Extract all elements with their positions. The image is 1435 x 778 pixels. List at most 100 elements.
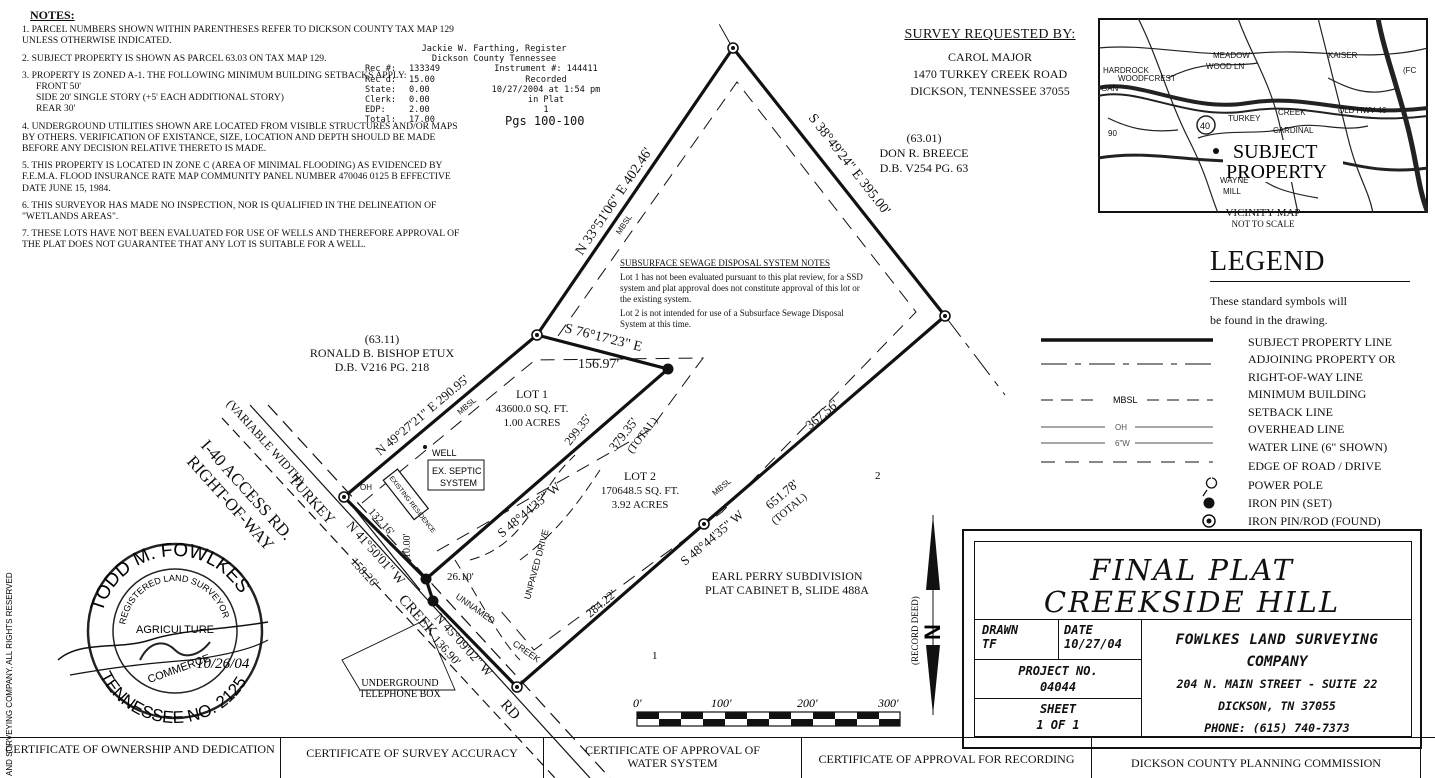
vicinity-scale: NOT TO SCALE <box>1231 219 1295 229</box>
certificates-rule <box>0 737 1435 738</box>
legend-desc-1: These standard symbols will <box>1210 294 1347 308</box>
unpaved-drive-label: UNPAVED DRIVE <box>522 528 550 600</box>
turkey-road-label: TURKEY <box>285 472 338 528</box>
notes-block: NOTES: 1. PARCEL NUMBERS SHOWN WITHIN PA… <box>22 9 462 257</box>
iron-pin-set-icon <box>1203 497 1215 509</box>
ex-septic-label: EX. SEPTIC <box>432 466 482 476</box>
legend-item-subject-line: SUBJECT PROPERTY LINE <box>1248 335 1392 349</box>
state-fee: 0.00 <box>409 84 430 95</box>
mbsl-label-lot2: MBSL <box>711 476 734 497</box>
drawn-cell: DRAWN TF <box>982 623 1018 651</box>
register-name: Jackie W. Farthing, Register <box>421 44 567 54</box>
recorded-date: 10/27/2004 at 1:54 pm <box>491 84 601 95</box>
rec-no: 133349 <box>409 64 441 75</box>
instrument-no: Instrument #: 144411 <box>494 64 598 75</box>
pin-set-lot1-s <box>420 573 432 585</box>
lot1-acres: 1.00 ACRES <box>504 417 561 429</box>
company-name-1: FOWLKES LAND SURVEYING <box>1175 632 1379 648</box>
vicinity-label-woodln: WOOD LN <box>1206 62 1244 71</box>
legend-item-iron-pin-found: IRON PIN/ROD (FOUND) <box>1248 514 1381 528</box>
septic-box <box>427 459 485 491</box>
vicinity-label-mill: MILL <box>1223 187 1241 196</box>
vicinity-label-cardinal: CARDINAL <box>1273 126 1314 135</box>
dist-10: 10.00' <box>402 534 413 559</box>
adjoining-lines <box>717 21 1006 396</box>
cert-ownership: CERTIFICATE OF OWNERSHIP AND DEDICATION <box>5 742 275 756</box>
vicinity-label-turkey: TURKEY <box>1228 114 1261 123</box>
title-rule-2 <box>974 659 1142 660</box>
parcel-6301: (63.01) <box>907 131 942 145</box>
legend-title: LEGEND <box>1210 246 1325 277</box>
recording-stamp: Jackie W. Farthing, Register Dickson Cou… <box>365 44 623 128</box>
vicinity-label-kaiser: KAISER <box>1328 51 1358 60</box>
legend-oh-text: OH <box>1115 423 1127 432</box>
pages: Pgs 100-100 <box>505 113 585 128</box>
lot2-name: LOT 2 <box>624 469 656 483</box>
oh-label: OH <box>360 483 372 492</box>
scale-label-100: 100' <box>711 696 732 710</box>
parcel-6311: (63.11) <box>365 332 400 346</box>
lot2-acres: 3.92 ACRES <box>612 499 669 511</box>
owner-breece: DON R. BREECE <box>879 146 968 160</box>
company-address: 204 N. MAIN STREET - SUITE 22 <box>1176 677 1378 691</box>
unnamed-label: UNNAMED <box>454 591 497 626</box>
lot2-area: 170648.5 SQ. FT. <box>601 485 680 497</box>
legend-symbols: MBSL OH 6"W <box>1041 338 1218 528</box>
sheet-label: SHEET <box>1039 702 1077 716</box>
drawn-value: TF <box>982 637 997 651</box>
legend-title-rule <box>1210 281 1410 282</box>
signature-underline <box>69 639 269 676</box>
vicinity-caption: VICINITY MAP NOT TO SCALE <box>1178 208 1348 230</box>
underground-label: UNDERGROUND <box>361 678 438 689</box>
pin-found-west-center <box>535 333 539 337</box>
vicinity-label-meadow: MEADOW <box>1213 51 1250 60</box>
lot-number-2: 2 <box>875 470 881 482</box>
deed-breece: D.B. V254 PG. 63 <box>880 161 968 175</box>
lot1-east-inner: 299.35' <box>561 412 594 448</box>
seal-agriculture: AGRICULTURE <box>136 624 214 636</box>
earl-perry-subdivision: EARL PERRY SUBDIVISION <box>711 569 862 583</box>
note-6: 6. THIS SURVEYOR HAS MADE NO INSPECTION,… <box>22 199 437 223</box>
legend-item-adjoining: ADJOINING PROPERTY OR <box>1248 352 1396 366</box>
pin-set-lot1-ne <box>662 363 674 375</box>
note-5: 5. THIS PROPERTY IS LOCATED IN ZONE C (A… <box>22 160 451 194</box>
edp-label: EDP: <box>365 105 386 116</box>
iron-pins <box>338 42 951 693</box>
iron-pin-found-center <box>1206 518 1212 524</box>
side-copyright: AND SURVEYING COMPANY, ALL RIGHTS RESERV… <box>5 572 14 776</box>
lot1-name: LOT 1 <box>516 387 548 401</box>
setback-front: FRONT 50' <box>36 81 81 93</box>
setback-side: SIDE 20' SINGLE STORY (+5' EACH ADDITION… <box>36 92 284 104</box>
septic-system-label: SYSTEM <box>440 478 477 488</box>
seal-registered: REGISTERED LAND SURVEYOR <box>117 573 231 625</box>
cert-survey-accuracy: CERTIFICATE OF SURVEY ACCURACY <box>280 737 543 778</box>
title-line-2: CREEKSIDE HILL <box>1043 585 1341 619</box>
lot1-area: 43600.0 SQ. FT. <box>496 403 569 415</box>
well-icon <box>423 445 427 449</box>
note-3-text: 3. PROPERTY IS ZONED A-1. THE FOLLOWING … <box>22 69 407 81</box>
pin-found-south-center <box>515 685 519 689</box>
legend-description: These standard symbols will be found in … <box>1210 292 1347 330</box>
clerk-label: Clerk: <box>365 95 397 106</box>
vicinity-label-gan: GAN <box>1101 84 1119 93</box>
sewage-note-2: Lot 2 is not intended for use of a Subsu… <box>620 308 844 329</box>
survey-requested-heading: SURVEY REQUESTED BY: <box>904 27 1076 42</box>
edp-fee: 2.00 <box>409 105 430 116</box>
date-value: 10/27/04 <box>1064 637 1122 651</box>
legend-item-iron-pin-set: IRON PIN (SET) <box>1248 496 1332 510</box>
title-line-1: FINAL PLAT <box>1090 553 1294 587</box>
note-3: 3. PROPERTY IS ZONED A-1. THE FOLLOWING … <box>22 70 462 115</box>
pin-found-road-west-center <box>342 495 346 499</box>
mbsl-lines <box>361 81 917 651</box>
note-4: 4. UNDERGROUND UTILITIES SHOWN ARE LOCAT… <box>22 120 458 155</box>
clerk-fee: 0.00 <box>409 95 430 106</box>
telephone-box-label: TELEPHONE BOX <box>359 689 441 700</box>
signature-stroke <box>57 621 269 661</box>
sheet-value: 1 OF 1 <box>1036 718 1080 732</box>
pin-found-se-center <box>702 522 706 526</box>
surveyor-seal: TODD M. FOWLKES TENNESSEE NO. 2125 REGIS… <box>57 540 269 727</box>
creek-label: CREEK <box>511 638 542 664</box>
title-vrule-1 <box>1058 619 1059 659</box>
bearing-nw: N 33°51'06" E 402.46' <box>573 145 656 258</box>
record-deed-label: (RECORD DEED) <box>910 596 920 665</box>
